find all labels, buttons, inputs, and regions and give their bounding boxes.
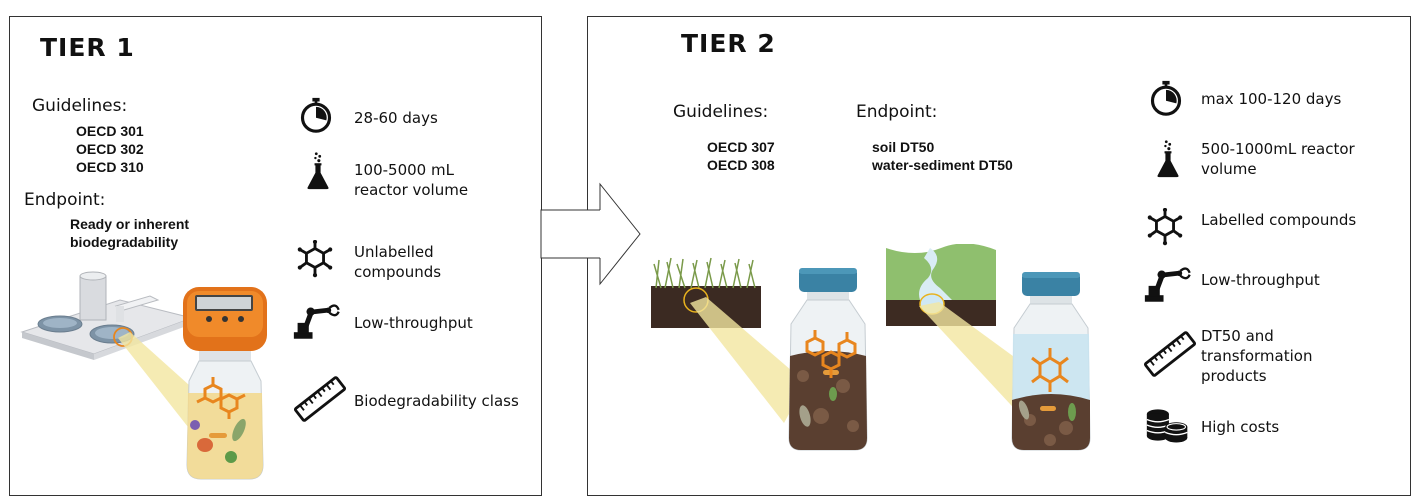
tier2-guideline: OECD 307 bbox=[707, 139, 775, 155]
tier1-endpoint-class: Biodegradability class bbox=[354, 392, 519, 410]
tier1-guidelines-label: Guidelines: bbox=[32, 96, 128, 116]
stopwatch-icon bbox=[1148, 80, 1184, 116]
tier2-volume: 500-1000mL reactor bbox=[1201, 140, 1355, 158]
flask-icon bbox=[1155, 140, 1181, 178]
tier1-guideline: OECD 302 bbox=[76, 141, 144, 157]
tier1-throughput: Low-throughput bbox=[354, 314, 473, 332]
tier2-compounds: Labelled compounds bbox=[1201, 211, 1357, 229]
tier2-panel bbox=[587, 16, 1411, 496]
tier1-bottle-illustration bbox=[183, 287, 267, 480]
robot-arm-icon bbox=[1143, 265, 1199, 303]
tier1-compounds: compounds bbox=[354, 263, 442, 281]
tier2-volume: volume bbox=[1201, 160, 1257, 178]
light-beam bbox=[690, 297, 806, 423]
stopwatch-icon bbox=[298, 97, 334, 133]
coins-icon bbox=[1145, 406, 1191, 444]
tier1-guideline: OECD 301 bbox=[76, 123, 144, 139]
tier2-endpoint-label: Endpoint: bbox=[856, 102, 938, 122]
tier2-title: TIER 2 bbox=[681, 29, 776, 58]
flask-icon bbox=[305, 152, 331, 190]
tier1-compounds: Unlabelled bbox=[354, 243, 434, 261]
tier1-panel bbox=[9, 16, 542, 496]
tier1-endpoint: Ready or inherent bbox=[70, 216, 190, 232]
soil-bottle-illustration bbox=[788, 268, 868, 451]
robot-arm-icon bbox=[292, 302, 348, 340]
tier2-guidelines-label: Guidelines: bbox=[673, 102, 769, 122]
tier1-volume: reactor volume bbox=[354, 181, 469, 199]
tier2-guideline: OECD 308 bbox=[707, 157, 775, 173]
tier1-volume: 100-5000 mL bbox=[354, 161, 454, 179]
tier-arrow-head bbox=[586, 182, 641, 286]
light-beam bbox=[919, 302, 1043, 418]
tier2-cost: High costs bbox=[1201, 418, 1280, 436]
ruler-icon bbox=[292, 375, 348, 423]
tier2-endpoint-detail: transformation bbox=[1201, 347, 1313, 365]
tier1-duration: 28-60 days bbox=[354, 109, 438, 127]
tier2-throughput: Low-throughput bbox=[1201, 271, 1320, 289]
sediment-bottle-illustration bbox=[1011, 272, 1091, 451]
treatment-plant-illustration bbox=[20, 271, 194, 360]
tier1-endpoint-label: Endpoint: bbox=[24, 190, 106, 210]
tier1-guideline: OECD 310 bbox=[76, 159, 144, 175]
tier1-endpoint: biodegradability bbox=[70, 234, 179, 250]
tier1-title: TIER 1 bbox=[40, 33, 135, 62]
tier2-endpoint-detail: DT50 and bbox=[1201, 327, 1274, 345]
tier2-endpoint: soil DT50 bbox=[872, 139, 935, 155]
molecule-icon bbox=[1146, 208, 1184, 246]
tier2-duration: max 100-120 days bbox=[1201, 90, 1342, 108]
ruler-icon bbox=[1142, 330, 1198, 378]
tier2-endpoint-detail: products bbox=[1201, 367, 1267, 385]
molecule-icon bbox=[296, 240, 334, 278]
tier2-endpoint: water-sediment DT50 bbox=[872, 157, 1013, 173]
